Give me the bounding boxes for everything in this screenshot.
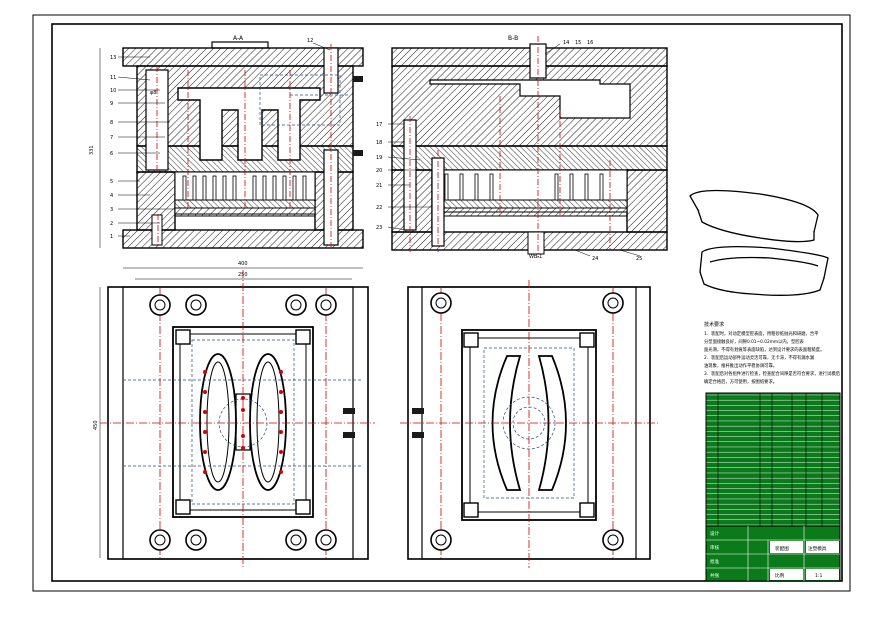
callout-19: 19 <box>376 155 382 161</box>
title-block: 注塑模具 装配图 1:1 设计 审核 批准 比例 共张 <box>705 525 841 582</box>
parts-list <box>705 392 841 527</box>
technical-notes: 技术要求 1．装配时，对动定模型腔表面，用粗砂纸抛光和研磨，合平 分型面接触良好… <box>704 321 841 385</box>
plan-view-left: 400 250 450 <box>93 261 375 568</box>
notes-line-5: 油现象，推杆推出动作平稳协调可靠。 <box>704 362 777 369</box>
callout-2: 2 <box>110 221 113 227</box>
callout-17: 17 <box>376 122 382 128</box>
notes-line-4: 2．装配后运动部件运动灵活可靠，无卡滞，不得有漏水漏 <box>704 354 815 361</box>
callout-3: 3 <box>110 207 113 213</box>
section-label-right: B-B <box>508 35 518 42</box>
notes-line-1: 1．装配时，对动定模型腔表面，用粗砂纸抛光和研磨，合平 <box>704 330 819 337</box>
notes-line-6: 3．装配后对各组件进行检查，检查配合间隙是否符合要求，进行试模后 <box>704 370 841 377</box>
section-view-left: A-A <box>89 35 364 250</box>
title-block-check: 审核 <box>710 544 720 551</box>
callout-8: 8 <box>110 120 113 126</box>
section-label-left: A-A <box>233 35 244 42</box>
callout-5: 5 <box>110 179 113 185</box>
callout-25: 25 <box>636 256 642 262</box>
dim-width-outer: 400 <box>238 261 248 267</box>
gate-label: φ8 <box>150 90 156 96</box>
callout-7: 7 <box>110 135 113 141</box>
plan-view-right <box>400 280 660 568</box>
part-isometric <box>689 189 829 296</box>
callout-10: 10 <box>110 88 116 94</box>
callout-21: 21 <box>376 183 382 189</box>
callout-14: 14 <box>563 40 569 46</box>
notes-line-3: 面光滑，不得有划痕等表面缺陷，达到设计要求的表面粗糙度。 <box>704 346 824 353</box>
bottom-plate-label: WB-1 <box>529 254 542 260</box>
title-block-scale: 1:1 <box>815 573 822 579</box>
title-block-design: 设计 <box>710 530 720 537</box>
title-block-approve: 批准 <box>710 558 720 565</box>
callout-23: 23 <box>376 225 382 231</box>
callout-24: 24 <box>592 256 598 262</box>
callout-22: 22 <box>376 205 382 211</box>
callout-13: 13 <box>110 55 116 61</box>
callout-20: 20 <box>376 168 382 174</box>
outer-border <box>32 14 851 592</box>
callout-16: 16 <box>587 40 593 46</box>
callout-9: 9 <box>110 101 113 107</box>
dim-height: 331 <box>89 145 95 155</box>
title-block-title: 注塑模具 <box>808 545 827 552</box>
callout-12: 12 <box>307 38 313 44</box>
callout-11: 11 <box>110 75 116 81</box>
callout-18: 18 <box>376 140 382 146</box>
title-block-drawing-name: 装配图 <box>775 545 789 552</box>
callout-15: 15 <box>575 40 581 46</box>
title-block-count: 共张 <box>710 572 720 579</box>
notes-heading: 技术要求 <box>704 321 724 328</box>
section-view-right: B-B 17 1 <box>376 35 668 262</box>
notes-line-7: 确定合格后，方可使用，按图纸要求。 <box>704 378 777 385</box>
notes-line-2: 分型面接触良好，间隙0.01~0.02mm以内，型腔表 <box>704 338 805 345</box>
title-block-scale-label: 比例 <box>775 572 785 579</box>
inner-border <box>51 23 843 582</box>
dim-height-plan: 450 <box>93 420 99 430</box>
callout-4: 4 <box>110 193 113 199</box>
callout-1: 1 <box>110 234 113 240</box>
callout-6: 6 <box>110 151 113 157</box>
